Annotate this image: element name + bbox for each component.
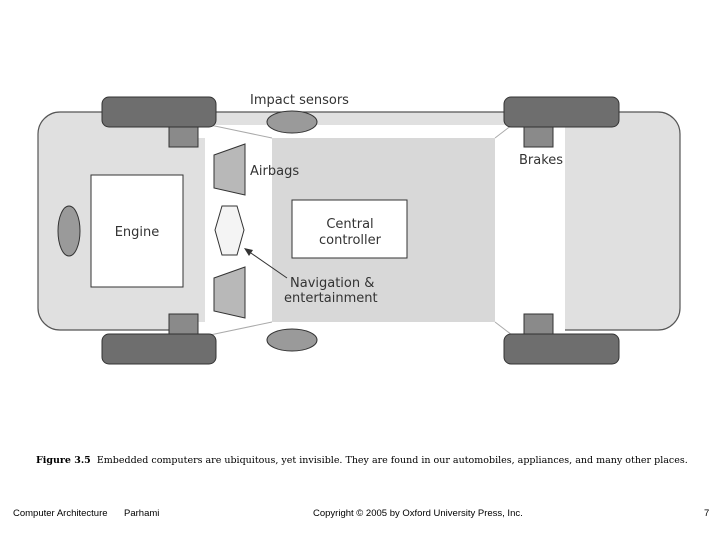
figure-caption-text: Embedded computers are ubiquitous, yet i… xyxy=(96,455,688,466)
impact-sensors-label: Impact sensors xyxy=(250,93,349,108)
engine-box xyxy=(90,174,184,288)
navigation-unit xyxy=(214,205,245,256)
automobile-embedded-computers-diagram: Impact sensors Airbags Brakes Engine Cen… xyxy=(37,93,681,365)
footer-author: Parhami xyxy=(124,508,160,519)
impact-sensor-top xyxy=(266,110,318,134)
central-controller-label-line2: controller xyxy=(319,233,382,248)
wheel-rear-right xyxy=(503,333,620,365)
brake-rear-left xyxy=(523,126,554,148)
navigation-arrow-line xyxy=(247,250,288,279)
wheel-rear-left xyxy=(503,96,620,128)
brakes-label: Brakes xyxy=(519,153,563,168)
wheel-front-right xyxy=(101,333,217,365)
brake-rear-right xyxy=(523,313,554,335)
navigation-arrow-head xyxy=(244,248,253,256)
navigation-label-line1: Navigation & xyxy=(290,276,374,291)
brake-front-left xyxy=(168,126,199,148)
wheel-front-left xyxy=(101,96,217,128)
figure-label: Figure 3.5 xyxy=(36,455,91,466)
footer-page-number: 7 xyxy=(704,508,710,519)
engine-label: Engine xyxy=(115,225,160,240)
impact-sensor-front xyxy=(57,205,81,257)
central-controller-label-line1: Central xyxy=(326,217,373,232)
airbag-bottom xyxy=(213,266,246,319)
footer-course: Computer Architecture xyxy=(13,508,108,519)
impact-sensor-bottom xyxy=(266,328,318,352)
brake-front-right xyxy=(168,313,199,335)
airbag-top xyxy=(213,143,246,196)
figure-caption: Figure 3.5 Embedded computers are ubiqui… xyxy=(36,455,696,466)
central-controller-box xyxy=(291,199,408,259)
airbags-label: Airbags xyxy=(250,164,299,179)
footer-copyright: Copyright © 2005 by Oxford University Pr… xyxy=(313,508,523,519)
navigation-label-line2: entertainment xyxy=(284,291,378,306)
